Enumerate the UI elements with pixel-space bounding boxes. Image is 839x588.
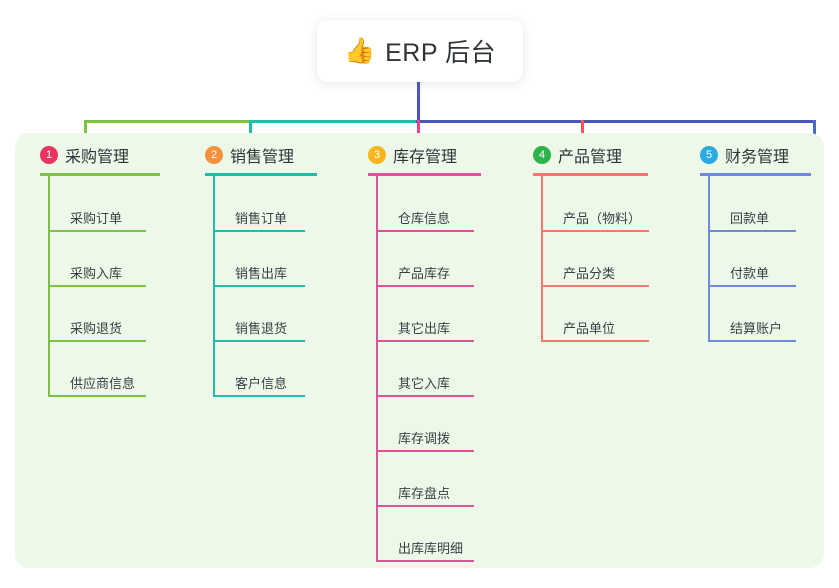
column-badge-2: 2 [205,146,223,164]
leaf-item[interactable]: 仓库信息 [376,192,474,232]
column-rule-1 [40,173,160,176]
leaf-item-label: 其它出库 [398,321,451,336]
leaf-item[interactable]: 采购退货 [48,302,146,342]
column-header-3[interactable]: 3 库存管理 [368,143,457,167]
column-header-2[interactable]: 2 销售管理 [205,143,294,167]
column-badge-3: 3 [368,146,386,164]
column-header-4[interactable]: 4 产品管理 [533,143,622,167]
leaf-item-rule [541,340,649,342]
leaf-item[interactable]: 出库库明细 [376,522,474,562]
leaf-item-label: 其它入库 [398,376,451,391]
column-header-1[interactable]: 1 采购管理 [40,143,129,167]
column-badge-5: 5 [700,146,718,164]
leaf-item-label: 采购订单 [70,211,123,226]
column-title-4: 产品管理 [558,149,623,166]
leaf-item-rule [213,285,305,287]
connector-bar-segment-1 [84,120,250,123]
leaf-item-label: 销售订单 [235,211,288,226]
leaf-item[interactable]: 采购订单 [48,192,146,232]
leaf-item-rule [376,395,474,397]
connector-bar-segment-2 [249,120,417,123]
leaf-item-label: 库存盘点 [398,486,451,501]
leaf-item-rule [48,230,146,232]
leaf-item-label: 销售出库 [235,266,288,281]
diagram-panel: 1 采购管理采购订单采购入库采购退货供应商信息 2 销售管理销售订单销售出库销售退货客… [15,133,824,568]
column-rule-5 [700,173,811,176]
leaf-item[interactable]: 结算账户 [708,302,796,342]
column-title-3: 库存管理 [393,149,458,166]
column-title-2: 销售管理 [230,149,295,166]
leaf-item[interactable]: 客户信息 [213,357,305,397]
leaf-item-label: 采购入库 [70,266,123,281]
column-badge-4: 4 [533,146,551,164]
root-node-title: ERP 后台 [385,39,497,67]
leaf-item-label: 产品分类 [563,266,616,281]
leaf-item-label: 采购退货 [70,321,123,336]
leaf-item-label: 出库库明细 [398,541,464,556]
leaf-item-rule [376,560,474,562]
column-rule-2 [205,173,317,176]
column-rule-4 [533,173,648,176]
leaf-item-rule [376,285,474,287]
leaf-item-rule [213,340,305,342]
leaf-item-rule [708,340,796,342]
leaf-item-label: 库存调拨 [398,431,451,446]
leaf-item[interactable]: 库存盘点 [376,467,474,507]
root-node-content: 👍 ERP 后台 [344,33,496,69]
leaf-item-rule [48,285,146,287]
leaf-item[interactable]: 产品单位 [541,302,649,342]
leaf-item-rule [376,450,474,452]
leaf-item-label: 产品单位 [563,321,616,336]
leaf-item-rule [541,285,649,287]
leaf-item[interactable]: 库存调拨 [376,412,474,452]
leaf-item[interactable]: 其它出库 [376,302,474,342]
column-trunk-3 [376,173,378,562]
leaf-item-label: 产品库存 [398,266,451,281]
column-header-5[interactable]: 5 财务管理 [700,143,789,167]
leaf-item[interactable]: 其它入库 [376,357,474,397]
leaf-item[interactable]: 产品（物料） [541,192,649,232]
thumbs-up-icon: 👍 [343,36,376,65]
leaf-item[interactable]: 回款单 [708,192,796,232]
leaf-item-label: 销售退货 [235,321,288,336]
leaf-item-label: 仓库信息 [398,211,451,226]
leaf-item-rule [213,395,305,397]
leaf-item[interactable]: 采购入库 [48,247,146,287]
column-trunk-5 [708,173,710,342]
leaf-item-rule [48,395,146,397]
leaf-item-rule [376,340,474,342]
column-title-5: 财务管理 [725,149,790,166]
leaf-item[interactable]: 销售出库 [213,247,305,287]
leaf-item-rule [541,230,649,232]
leaf-item-rule [213,230,305,232]
leaf-item[interactable]: 产品分类 [541,247,649,287]
leaf-item[interactable]: 供应商信息 [48,357,146,397]
leaf-item-label: 产品（物料） [563,211,642,226]
leaf-item-label: 结算账户 [730,321,783,336]
column-title-1: 采购管理 [65,149,130,166]
column-trunk-4 [541,173,543,342]
leaf-item-label: 客户信息 [235,376,288,391]
column-badge-1: 1 [40,146,58,164]
leaf-item-label: 供应商信息 [70,376,136,391]
leaf-item-rule [708,230,796,232]
column-rule-3 [368,173,481,176]
leaf-item-rule [376,230,474,232]
leaf-item-label: 付款单 [730,266,770,281]
leaf-item-rule [708,285,796,287]
leaf-item[interactable]: 产品库存 [376,247,474,287]
leaf-item[interactable]: 销售退货 [213,302,305,342]
trunk-line-vertical [417,82,420,122]
leaf-item-rule [48,340,146,342]
leaf-item-label: 回款单 [730,211,770,226]
leaf-item[interactable]: 销售订单 [213,192,305,232]
connector-bar-segment-3 [416,120,816,123]
root-node-card[interactable]: 👍 ERP 后台 [317,20,523,82]
leaf-item-rule [376,505,474,507]
leaf-item[interactable]: 付款单 [708,247,796,287]
